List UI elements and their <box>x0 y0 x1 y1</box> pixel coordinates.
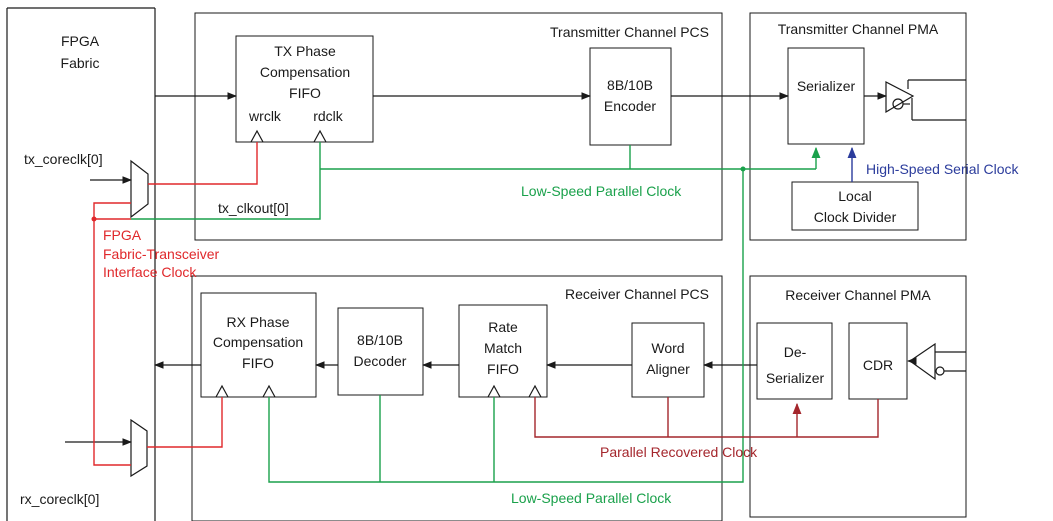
divider-line2: Clock Divider <box>814 209 897 225</box>
rx-fifo-line1: RX Phase <box>226 314 289 330</box>
tx-clock-mux <box>130 159 149 219</box>
rx-clock-mux <box>130 418 148 478</box>
recovered-clock-net <box>534 397 879 438</box>
cdr-block: CDR <box>848 322 908 400</box>
rate-match-fifo: Rate Match FIFO <box>458 304 548 398</box>
rx-input-buffer <box>907 342 966 381</box>
recovered-clock-label: Parallel Recovered Clock <box>600 444 758 460</box>
local-clock-divider: Local Clock Divider <box>791 181 919 231</box>
deser-line1: De- <box>784 344 807 360</box>
encoder-line2: Encoder <box>604 98 656 114</box>
fpga-fabric-block: FPGA Fabric <box>6 7 156 521</box>
interface-clock-line3: Interface Clock <box>103 264 197 280</box>
divider-line1: Local <box>838 188 871 204</box>
interface-clock-line2: Fabric-Transceiver <box>103 246 220 262</box>
encoder-line1: 8B/10B <box>607 77 653 93</box>
interface-clock-net <box>91 142 258 466</box>
wrclk-label: wrclk <box>248 108 282 124</box>
rate-line1: Rate <box>488 319 518 335</box>
rx-coreclk-label: rx_coreclk[0] <box>20 491 99 507</box>
rate-line2: Match <box>484 340 522 356</box>
interface-clock-line1: FPGA <box>103 227 142 243</box>
data-paths <box>65 92 789 446</box>
tx-fifo-line1: TX Phase <box>274 43 336 59</box>
tx-phase-fifo: TX Phase Compensation FIFO wrclk rdclk <box>235 35 374 143</box>
decoder-line1: 8B/10B <box>357 332 403 348</box>
tx-pcs-title: Transmitter Channel PCS <box>550 24 709 40</box>
rx-fifo-line3: FIFO <box>242 355 274 371</box>
rx-phase-fifo: RX Phase Compensation FIFO <box>200 292 317 398</box>
rx-fifo-wr-triangle <box>215 384 229 398</box>
rx-fifo-line2: Compensation <box>213 334 303 350</box>
tx-clkout-label: tx_clkout[0] <box>218 200 289 216</box>
low-speed-clock-bottom-label: Low-Speed Parallel Clock <box>511 490 672 506</box>
tx-encoder: 8B/10B Encoder <box>589 47 672 146</box>
rdclk-label: rdclk <box>313 108 344 124</box>
rx-fifo-rd-triangle <box>262 384 276 398</box>
signal-labels: tx_coreclk[0] tx_clkout[0] rx_coreclk[0]… <box>20 151 1020 507</box>
rdclk-clock-triangle <box>313 129 327 143</box>
tx-output-buffer <box>864 79 966 121</box>
low-speed-clock-top-label: Low-Speed Parallel Clock <box>521 183 682 199</box>
deserializer-block: De- Serializer <box>756 322 833 400</box>
tx-coreclk-label: tx_coreclk[0] <box>24 151 103 167</box>
rx-pcs-title: Receiver Channel PCS <box>565 286 709 302</box>
serializer-block: Serializer <box>787 47 865 145</box>
decoder-line2: Decoder <box>354 353 407 369</box>
tx-fifo-line3: FIFO <box>289 85 321 101</box>
cdr-label: CDR <box>863 357 893 373</box>
rx-decoder: 8B/10B Decoder <box>337 307 424 396</box>
high-speed-clock-label: High-Speed Serial Clock <box>866 161 1020 177</box>
aligner-line2: Aligner <box>646 361 690 377</box>
low-speed-clock-net <box>131 142 821 483</box>
fpga-label-line1: FPGA <box>61 33 100 49</box>
aligner-line1: Word <box>651 340 684 356</box>
rx-pma-title: Receiver Channel PMA <box>785 287 931 303</box>
rate-line3: FIFO <box>487 361 519 377</box>
deser-line2: Serializer <box>766 370 825 386</box>
fpga-label-line2: Fabric <box>61 55 100 71</box>
wrclk-clock-triangle <box>250 129 264 143</box>
tx-fifo-line2: Compensation <box>260 64 350 80</box>
rate-rd-triangle <box>528 384 542 398</box>
serializer-label: Serializer <box>797 78 856 94</box>
tx-pma-title: Transmitter Channel PMA <box>778 21 939 37</box>
word-aligner: Word Aligner <box>631 322 705 398</box>
rate-wr-triangle <box>487 384 501 398</box>
interface-clock-junction <box>91 216 97 222</box>
low-speed-clock-junction <box>740 166 746 172</box>
